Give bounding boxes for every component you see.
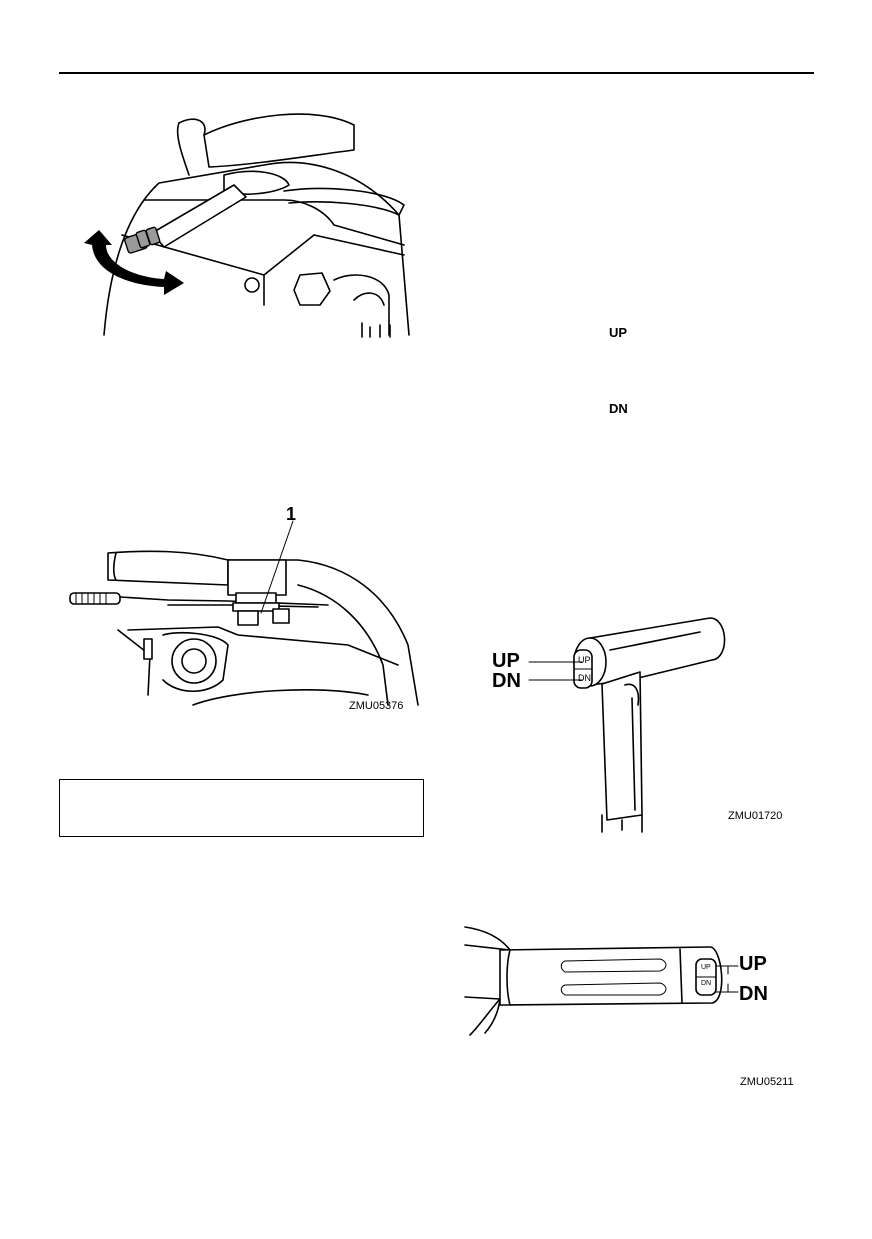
dn-label-fig3: DN [492, 670, 521, 692]
figure-code-zmu05376: ZMU05376 [349, 700, 404, 712]
switch-text-up-fig3: UP [578, 655, 591, 665]
tiller-switch-illustration [490, 610, 750, 835]
leader-lines-fig4 [716, 965, 739, 993]
dn-text-label: DN [609, 401, 628, 416]
leader-lines-fig3 [528, 661, 583, 681]
callout-number: 1 [286, 504, 297, 524]
dn-label-fig4: DN [739, 983, 768, 1005]
switch-text-up-fig4: UP [701, 964, 711, 971]
figure-code-zmu05211: ZMU05211 [740, 1076, 794, 1088]
caution-box [59, 779, 424, 837]
up-label-fig3: UP [492, 650, 520, 672]
figure-code-zmu01720: ZMU01720 [728, 810, 783, 822]
up-text-label: UP [609, 325, 628, 340]
friction-adjuster-illustration [68, 505, 428, 715]
up-label-fig4: UP [739, 953, 767, 975]
tiller-throttle-illustration [84, 105, 414, 340]
switch-text-dn-fig3: DN [578, 673, 591, 683]
grip-switch-illustration [460, 925, 740, 1040]
switch-text-dn-fig4: DN [701, 980, 712, 987]
header-rule [59, 72, 814, 74]
